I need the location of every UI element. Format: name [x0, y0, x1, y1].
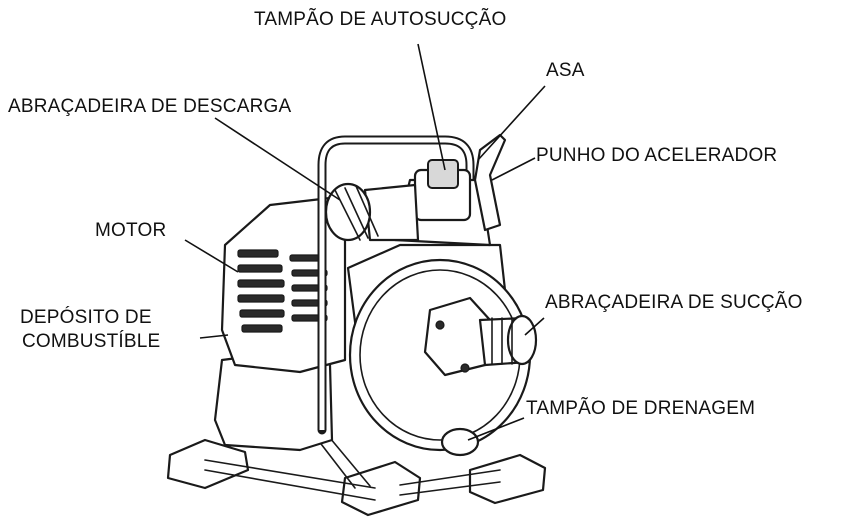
label-discharge-clamp: ABRAÇADEIRA DE DESCARGA: [8, 96, 292, 117]
leader-lines: [184, 43, 546, 441]
label-fuel-tank-line2: COMBUSTÍBLE: [22, 331, 161, 352]
engine-cover: [220, 196, 347, 374]
suction-fitting: [423, 296, 538, 377]
label-handle: ASA: [546, 60, 585, 81]
label-throttle-grip: PUNHO DO ACELERADOR: [536, 145, 778, 166]
drain-plug: [440, 427, 480, 457]
label-fuel-tank-line1: DEPÓSITO DE: [20, 307, 152, 328]
label-motor: MOTOR: [95, 220, 167, 241]
discharge-fitting: [324, 182, 420, 242]
label-self-priming-cap: TAMPÃO DE AUTOSUCÇÃO: [254, 9, 507, 30]
base-frame: [166, 437, 547, 517]
label-suction-clamp: ABRAÇADEIRA DE SUCÇÃO: [545, 292, 803, 313]
label-drain-plug: TAMPÃO DE DRENAGEM: [526, 398, 756, 419]
